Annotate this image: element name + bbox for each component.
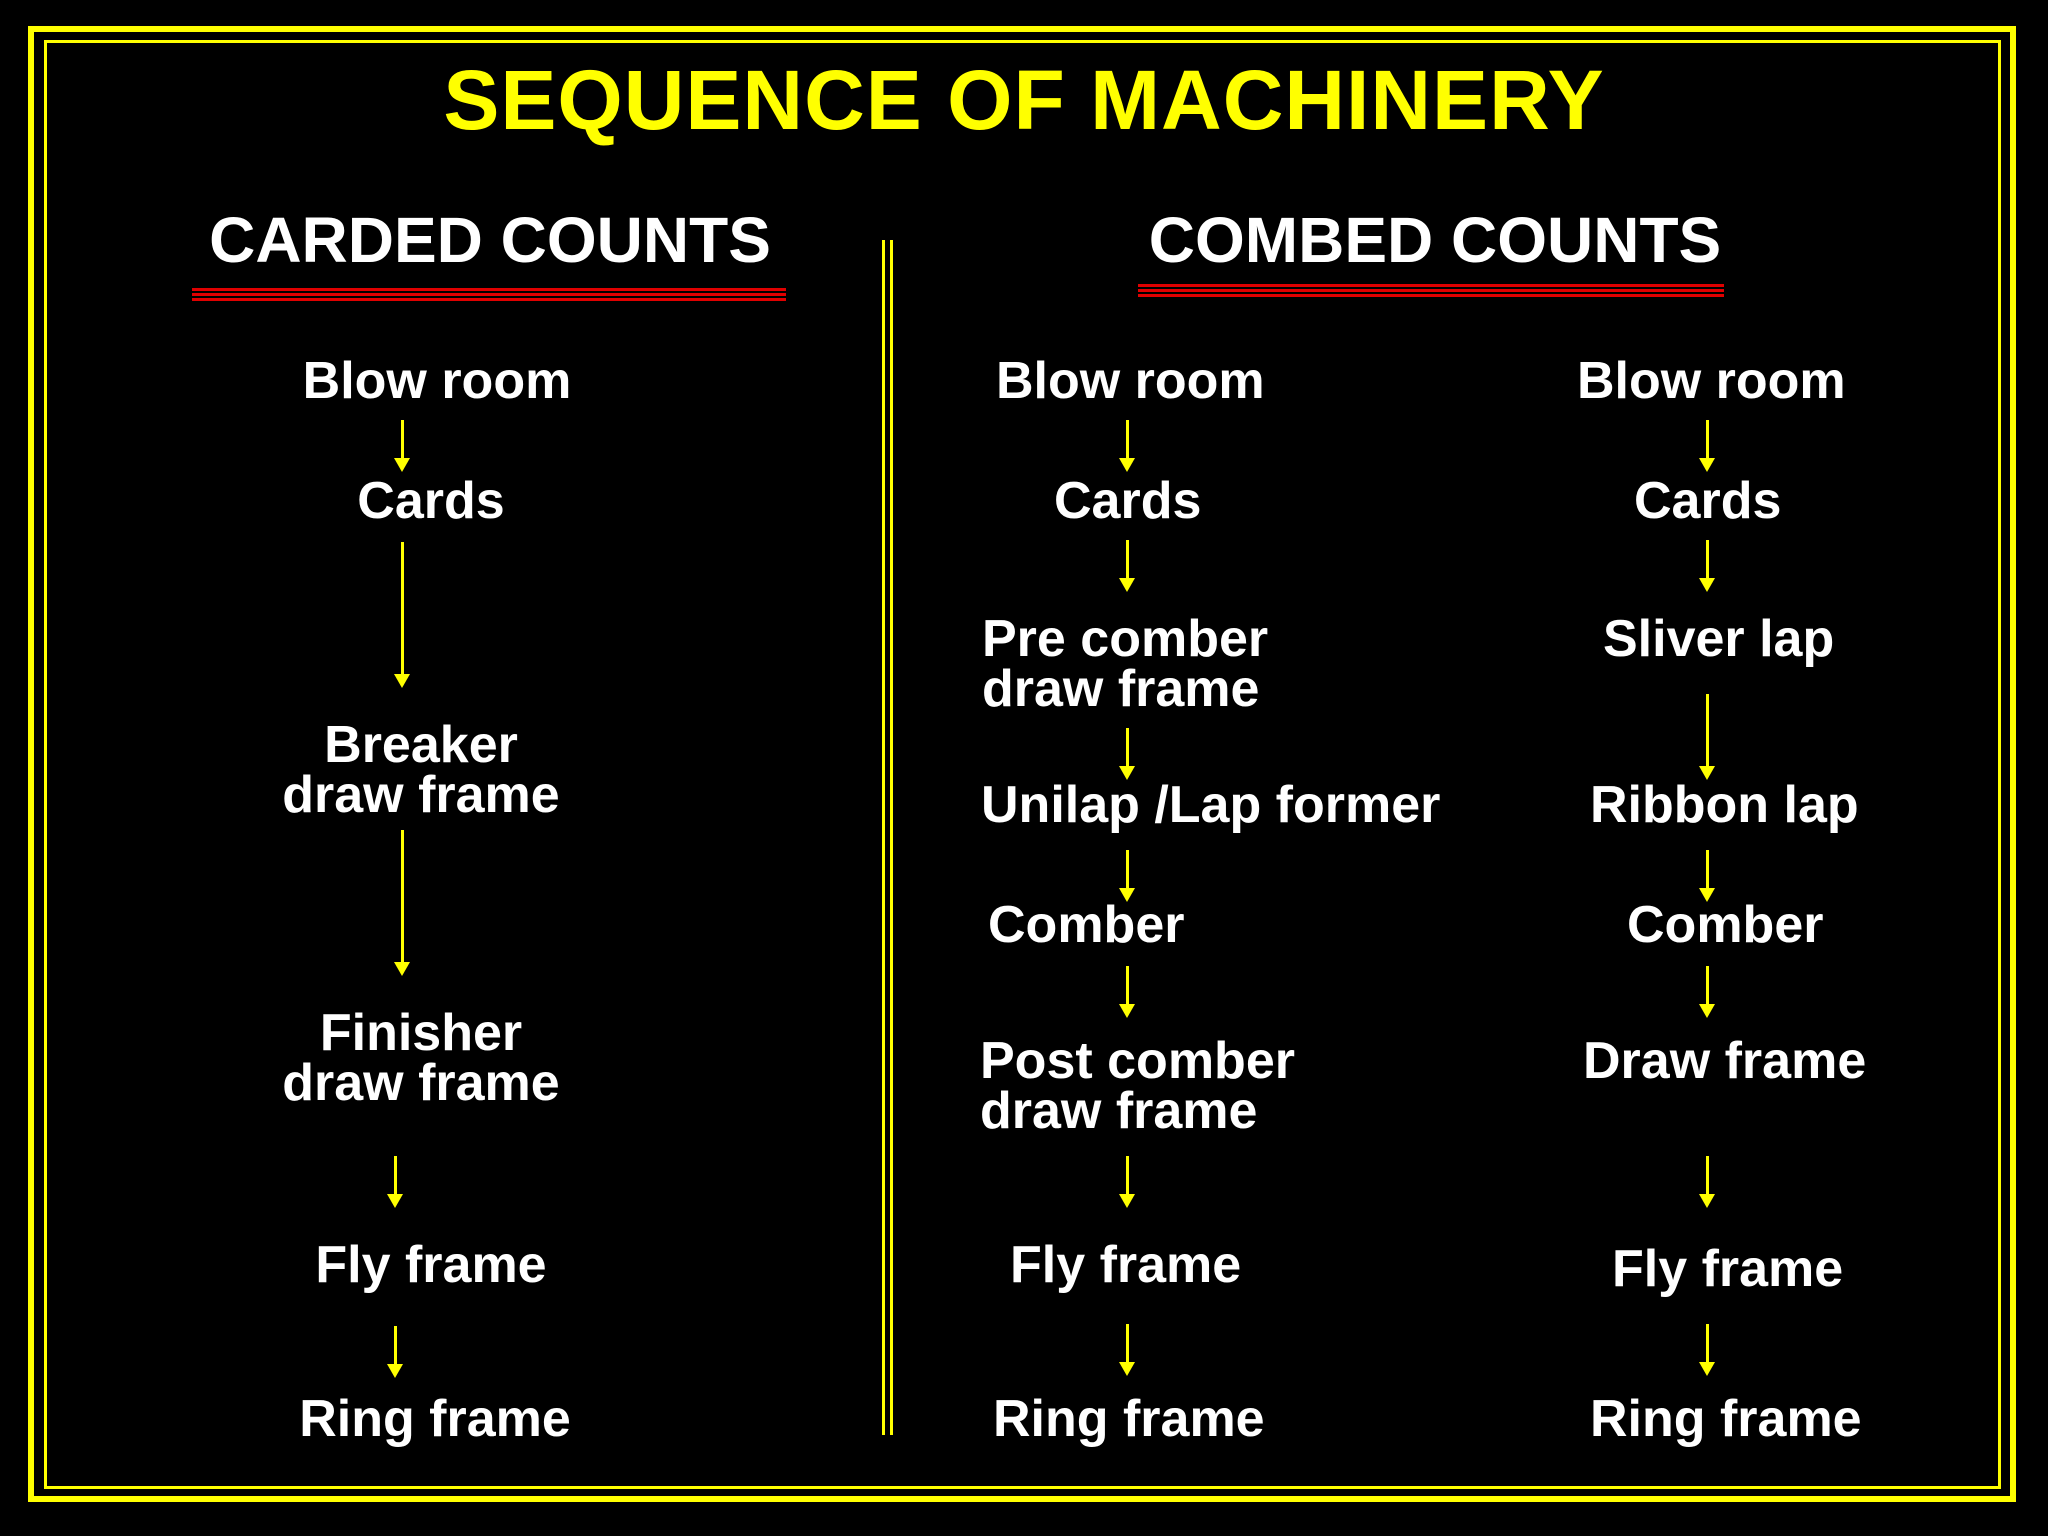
heading-combed-counts: COMBED COUNTS (1148, 204, 1722, 276)
arrow-down-icon (1118, 728, 1138, 780)
arrow-down-icon (1698, 966, 1718, 1018)
arrow-down-icon (1118, 420, 1138, 472)
carded-breaker-draw-frame: Breaker draw frame (221, 716, 621, 824)
carded-finisher-line1: Finisher (319, 1004, 523, 1062)
slide-title: SEQUENCE OF MACHINERY (443, 53, 1605, 147)
combed-b-cards: Cards (1634, 472, 1782, 530)
combed-a-post-comber-line2: draw frame (980, 1082, 1258, 1140)
combed-a-comber: Comber (988, 896, 1185, 954)
combed-a-post-comber-draw-frame: Post comber draw frame (980, 1032, 1295, 1140)
carded-blow-room: Blow room (302, 352, 572, 410)
arrow-down-icon (393, 542, 413, 688)
arrow-down-icon (1698, 694, 1718, 780)
column-divider (882, 240, 894, 1435)
arrow-down-icon (386, 1326, 406, 1378)
arrow-down-icon (1698, 1156, 1718, 1208)
carded-cards: Cards (357, 472, 505, 530)
arrow-down-icon (1698, 850, 1718, 902)
combed-b-fly-frame: Fly frame (1612, 1240, 1844, 1298)
arrow-down-icon (1698, 540, 1718, 592)
arrow-down-icon (1698, 1324, 1718, 1376)
combed-a-post-comber-line1: Post comber (980, 1032, 1295, 1090)
combed-a-unilap-lap-former: Unilap /Lap former (981, 776, 1441, 834)
combed-b-comber: Comber (1627, 896, 1824, 954)
carded-ring-frame: Ring frame (299, 1390, 571, 1448)
carded-finisher-draw-frame: Finisher draw frame (221, 1004, 621, 1112)
arrow-down-icon (393, 830, 413, 976)
combed-a-cards: Cards (1054, 472, 1202, 530)
combed-a-blow-room: Blow room (996, 352, 1265, 410)
heading-carded-counts: CARDED COUNTS (209, 204, 771, 276)
carded-finisher-line2: draw frame (282, 1054, 560, 1112)
combed-b-ribbon-lap: Ribbon lap (1590, 776, 1859, 834)
combed-b-draw-frame: Draw frame (1583, 1032, 1867, 1090)
heading-carded-underline (192, 288, 786, 302)
carded-breaker-line2: draw frame (282, 766, 560, 824)
arrow-down-icon (1118, 850, 1138, 902)
arrow-down-icon (386, 1156, 406, 1208)
arrow-down-icon (1118, 540, 1138, 592)
arrow-down-icon (1698, 420, 1718, 472)
combed-b-blow-room: Blow room (1577, 352, 1846, 410)
combed-a-pre-comber-draw-frame: Pre comber draw frame (982, 610, 1269, 718)
combed-b-sliver-lap: Sliver lap (1603, 610, 1835, 668)
combed-a-pre-comber-line1: Pre comber (982, 610, 1269, 668)
combed-b-ring-frame: Ring frame (1590, 1390, 1862, 1448)
heading-combed-underline (1138, 284, 1724, 298)
combed-a-pre-comber-line2: draw frame (982, 660, 1260, 718)
carded-breaker-line1: Breaker (324, 716, 518, 774)
arrow-down-icon (393, 420, 413, 472)
outer-border (28, 26, 2016, 1502)
combed-a-ring-frame: Ring frame (993, 1390, 1265, 1448)
arrow-down-icon (1118, 966, 1138, 1018)
arrow-down-icon (1118, 1156, 1138, 1208)
carded-fly-frame: Fly frame (315, 1236, 547, 1294)
arrow-down-icon (1118, 1324, 1138, 1376)
inner-border (44, 40, 2001, 1489)
combed-a-fly-frame: Fly frame (1010, 1236, 1242, 1294)
